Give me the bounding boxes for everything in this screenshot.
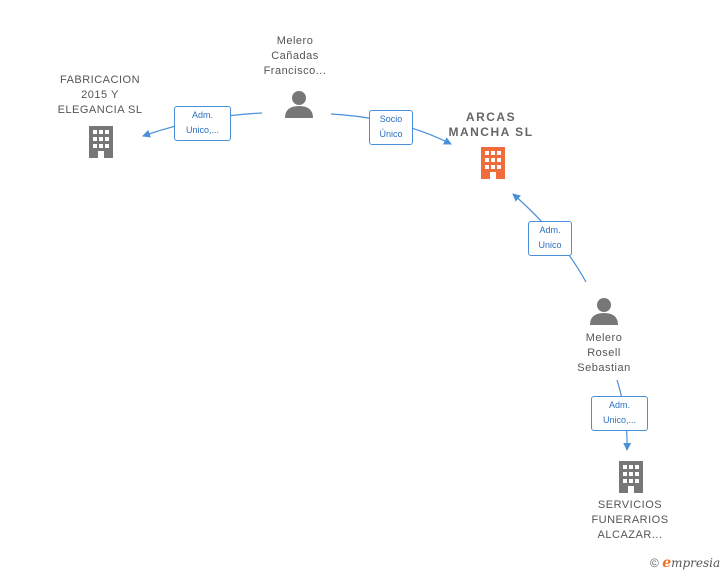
empresia-logo: empresia — [662, 555, 721, 571]
edge-label-socio-unico[interactable]: Socio Único — [369, 110, 413, 145]
node-label-servicios-funerarios[interactable]: SERVICIOS FUNERARIOS ALCAZAR... — [591, 499, 669, 541]
building-icon[interactable] — [478, 145, 508, 179]
building-icon[interactable] — [86, 124, 116, 158]
copyright-icon: © — [650, 556, 659, 570]
node-label-melero-rosell[interactable]: Melero Rosell Sebastian — [577, 332, 631, 374]
person-icon[interactable] — [284, 89, 314, 119]
edge-label-adm-unico-arcas[interactable]: Adm. Unico — [528, 221, 572, 256]
node-label-fabricacion[interactable]: FABRICACION 2015 Y ELEGANCIA SL — [57, 74, 143, 116]
node-label-arcas-mancha[interactable]: ARCAS MANCHA SL — [448, 110, 534, 139]
edge-label-adm-unico[interactable]: Adm. Unico,... — [174, 106, 231, 141]
node-label-melero-canadas[interactable]: Melero Cañadas Francisco... — [263, 35, 327, 77]
empresia-watermark: © empresia — [650, 555, 720, 571]
edge-label-adm-unico-servicios[interactable]: Adm. Unico,... — [591, 396, 648, 431]
building-icon[interactable] — [616, 459, 646, 493]
person-icon[interactable] — [589, 296, 619, 326]
